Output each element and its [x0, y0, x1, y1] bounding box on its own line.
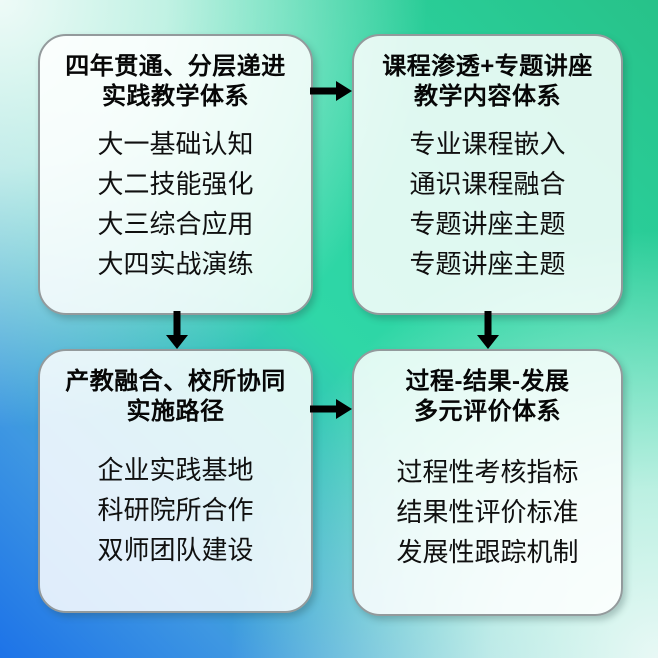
box-title: 产教融合、校所协同 实施路径 — [48, 367, 303, 427]
list-item: 企业实践基地 — [97, 455, 254, 485]
arrow-right-icon — [310, 396, 354, 422]
arrow-down-icon — [475, 311, 501, 351]
list-item: 双师团队建设 — [97, 535, 254, 565]
list-item: 科研院所合作 — [97, 495, 254, 525]
box-title-line2: 教学内容体系 — [414, 83, 561, 110]
box-item-list: 企业实践基地 科研院所合作 双师团队建设 — [48, 427, 303, 599]
box-title: 过程-结果-发展 多元评价体系 — [362, 367, 613, 427]
list-item: 大二技能强化 — [97, 168, 254, 199]
box-title-line2: 实践教学体系 — [102, 83, 249, 110]
list-item: 过程性考核指标 — [396, 456, 579, 487]
list-item: 专题讲座主题 — [409, 208, 566, 239]
box-title-line1: 过程-结果-发展 — [405, 368, 570, 395]
box-item-list: 大一基础认知 大二技能强化 大三综合应用 大四实战演练 — [48, 112, 303, 301]
box-title-line1: 四年贯通、分层递进 — [65, 53, 286, 80]
list-item: 发展性跟踪机制 — [396, 536, 579, 567]
list-item: 大四实战演练 — [97, 248, 254, 279]
list-item: 通识课程融合 — [409, 168, 566, 199]
list-item: 专业课程嵌入 — [409, 128, 566, 159]
box-title-line1: 产教融合、校所协同 — [65, 368, 286, 395]
box-title: 课程渗透+专题讲座 教学内容体系 — [362, 52, 613, 112]
box-title-line2: 多元评价体系 — [414, 398, 561, 425]
list-item: 大一基础认知 — [97, 128, 254, 159]
list-item: 大三综合应用 — [97, 208, 254, 239]
box-item-list: 专业课程嵌入 通识课程融合 专题讲座主题 专题讲座主题 — [362, 112, 613, 301]
list-item: 结果性评价标准 — [396, 496, 579, 527]
box-practice-teaching-system: 四年贯通、分层递进 实践教学体系 大一基础认知 大二技能强化 大三综合应用 大四… — [38, 34, 313, 315]
box-title: 四年贯通、分层递进 实践教学体系 — [48, 52, 303, 112]
box-multi-evaluation-system: 过程-结果-发展 多元评价体系 过程性考核指标 结果性评价标准 发展性跟踪机制 — [352, 349, 623, 616]
box-title-line1: 课程渗透+专题讲座 — [382, 53, 593, 80]
list-item: 专题讲座主题 — [409, 248, 566, 279]
arrow-down-icon — [164, 311, 190, 351]
box-implementation-path: 产教融合、校所协同 实施路径 企业实践基地 科研院所合作 双师团队建设 — [38, 349, 313, 613]
box-teaching-content-system: 课程渗透+专题讲座 教学内容体系 专业课程嵌入 通识课程融合 专题讲座主题 专题… — [352, 34, 623, 315]
box-item-list: 过程性考核指标 结果性评价标准 发展性跟踪机制 — [362, 427, 613, 602]
arrow-right-icon — [310, 78, 354, 104]
box-title-line2: 实施路径 — [126, 398, 225, 425]
